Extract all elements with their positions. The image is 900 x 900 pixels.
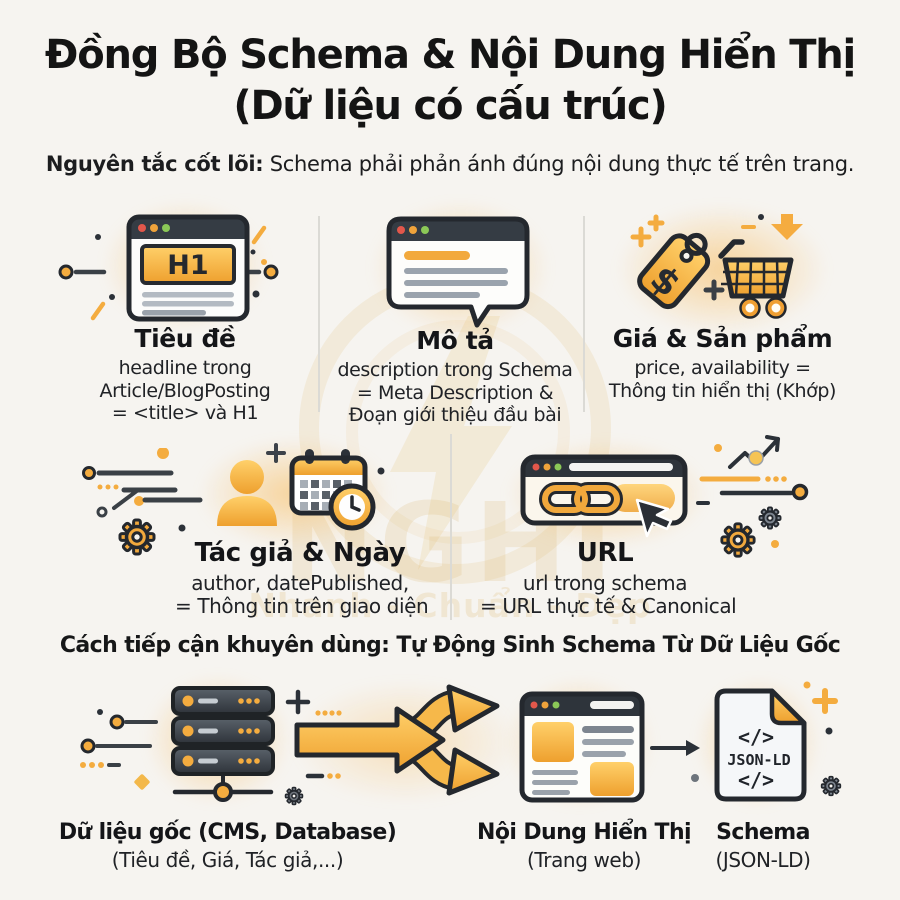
flow-step-schema: Schema (JSON-LD) [683,820,843,872]
core-principle: Nguyên tắc cốt lõi: Schema phải phản ánh… [0,152,900,176]
card-heading: URL [576,538,634,568]
author-date-icon [217,443,385,531]
sparkle-decoration [284,689,342,806]
down-arrow [771,214,803,240]
card-url: URL url trong schema = URL thực tế & Can… [480,538,737,618]
card-heading: Tác giả & Ngày [194,538,406,568]
webpage-icon [519,691,645,803]
flow-step-subtitle: (JSON-LD) [715,848,811,872]
flow-step-content: Nội Dung Hiển Thị (Trang web) [464,820,704,872]
cursor-icon [635,498,673,538]
page-title: Đồng Bộ Schema & Nội Dung Hiển Thị (Dữ l… [0,30,900,132]
page-title-line2: (Dữ liệu có cấu trúc) [233,83,667,129]
sparkle-decoration [58,234,115,321]
divider [583,216,585,412]
card-text-line: Article/BlogPosting [99,379,271,402]
card-text-line: price, availability = [634,357,811,379]
server-stack [171,686,275,776]
sparkle-decoration [803,681,842,797]
card-text-line: Thông tin hiển thị (Khớp) [608,379,837,402]
h1-label: H1 [167,250,208,281]
card-text-line: = Thông tin trên giao diện [175,594,429,618]
circuit-decoration [80,709,158,790]
page-title-line1: Đồng Bộ Schema & Nội Dung Hiển Thị [44,32,856,78]
json-ld-document-icon: </> JSON-LD </> [714,688,807,802]
section-title: Cách tiếp cận khuyên dùng: Tự Động Sinh … [59,633,841,658]
card-text-line: description trong Schema [337,359,573,381]
right-arrow-icon [650,740,700,756]
gear-icon [118,518,156,556]
core-principle-label: Nguyên tắc cốt lõi: [45,152,264,176]
code-tag-text: </> [738,768,774,792]
card-text-line: url trong schema [522,571,688,595]
card-mo-ta: Mô tả description trong Schema = Meta De… [330,326,580,427]
person-icon [217,460,277,526]
sparkle-decoration [240,225,279,298]
card-text-line: author, datePublished, [191,571,409,595]
card-text-line: = Meta Description & [356,381,554,404]
circuit-decoration [82,448,203,556]
core-principle-text: Schema phải phản ánh đúng nội dung thực … [263,152,855,176]
card-tac-gia-ngay: Tác giả & Ngày author, datePublished, = … [175,538,429,618]
database-server-icon [171,686,275,802]
gear-icon [820,775,842,797]
card-heading: Tiêu đề [134,324,236,353]
sparkle-plus [630,214,665,248]
flow-step-title: Dữ liệu gốc (CMS, Database) [58,820,397,845]
growth-decoration [696,435,809,558]
card-gia-san-pham: Giá & Sản phẩm price, availability = Thô… [595,324,850,402]
clock-icon [328,483,376,531]
price-tag-cart-icon: $ [630,214,803,319]
flow-step-subtitle: (Tiêu đề, Giá, Tác giả,...) [111,848,344,872]
price-tag: $ [637,232,711,310]
fork-arrow-icon [294,684,500,796]
card-tieu-de: Tiêu đề headline trong Article/BlogPosti… [60,324,310,425]
card-heading: Giá & Sản phẩm [612,324,833,353]
plus-sign [703,279,725,301]
dot-decoration [691,774,699,782]
divider [318,216,320,412]
url-browser-icon [520,454,688,538]
description-bubble-icon [386,216,530,328]
plus-sign [266,443,286,463]
shopping-cart [718,239,794,319]
card-text-line: = URL thực tế & Canonical [480,594,737,618]
gear-icon [758,506,782,530]
card-text-line: headline trong [118,357,252,379]
card-heading: Mô tả [416,326,494,355]
flow-step-title: Nội Dung Hiển Thị [477,820,692,845]
flow-step-subtitle: (Trang web) [526,848,642,872]
browser-h1-icon: H1 [126,214,250,322]
flow-step-title: Schema [716,820,810,845]
divider [450,434,452,620]
card-text-line: Đoạn giới thiệu đầu bài [348,404,562,426]
code-tag-text: </> [738,725,774,749]
json-ld-text: JSON-LD [727,751,790,769]
flow-step-source: Dữ liệu gốc (CMS, Database) (Tiêu đề, Gi… [50,820,405,872]
card-text-line: = <title> và H1 [111,402,259,424]
